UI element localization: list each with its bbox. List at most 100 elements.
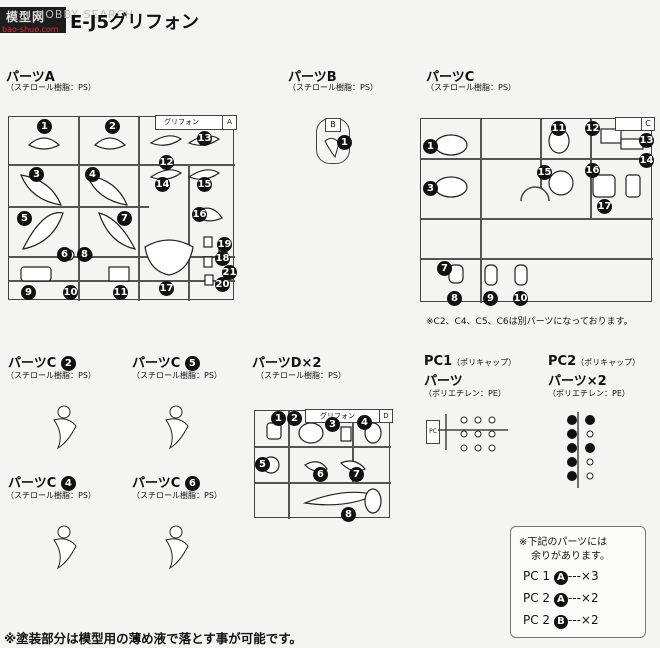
pc2-title: PC2（ポリキャップ） xyxy=(548,354,640,369)
sprue-letter: B xyxy=(325,118,341,132)
pc1-material: （ポリエチレン：PE） xyxy=(424,389,506,398)
watermark: 模型网 xyxy=(6,10,46,24)
parts-d-title: パーツD×2 xyxy=(252,356,322,371)
part-number: 4 xyxy=(357,415,372,430)
part-number: 14 xyxy=(639,153,654,168)
part-number: 12 xyxy=(585,121,600,136)
sprue-name: グリフォン xyxy=(320,412,355,420)
page-title: E-J5グリフォン xyxy=(70,12,199,33)
pc2-title2: パーツ×2 xyxy=(548,374,607,389)
pc2-material: （ポリエチレン：PE） xyxy=(548,389,630,398)
parts-d-sprue: グリフォン D 1 2 3 4 5 6 7 8 xyxy=(254,409,393,522)
part-number: 2 xyxy=(105,119,120,134)
parts-c4-material: （スチロール樹脂：PS） xyxy=(6,491,96,500)
spare-qty: ---×3 xyxy=(567,569,599,583)
part-number: 5 xyxy=(184,356,200,371)
parts-c5-material: （スチロール樹脂：PS） xyxy=(132,371,222,380)
part-number: 13 xyxy=(639,133,654,148)
parts-c-title: パーツC xyxy=(426,70,475,85)
parts-c4-title: パーツC 4 xyxy=(8,472,76,491)
parts-c2-material: （スチロール樹脂：PS） xyxy=(6,371,96,380)
part-number: 2 xyxy=(287,411,302,426)
parts-b-material: （スチロール樹脂：PS） xyxy=(288,83,378,92)
sprue-name: グリフォン xyxy=(164,118,199,126)
part-number: 9 xyxy=(21,285,36,300)
title-text: パーツC xyxy=(8,476,57,491)
parts-a-sprue-label: グリフォン A xyxy=(155,115,237,130)
part-number: 10 xyxy=(63,285,78,300)
parts-a-title: パーツA xyxy=(6,70,55,85)
part-number: 17 xyxy=(159,281,174,296)
parts-b-title: パーツB xyxy=(288,70,337,85)
parts-c-sprue-label: C xyxy=(615,117,655,131)
pc1-parts xyxy=(438,414,508,452)
pc1-sprue: PC xyxy=(426,410,508,456)
part-number: 6 xyxy=(313,467,328,482)
part-number: 1 xyxy=(37,119,52,134)
footer-note: ※塗装部分は模型用の薄め液で落とす事が可能です。 xyxy=(4,631,303,646)
part-number: 3 xyxy=(325,417,340,432)
parts-c-sprue: C 1 3 7 8 9 10 11 12 13 14 15 16 17 xyxy=(420,117,655,306)
pc2-sprue xyxy=(567,412,595,488)
part-number: 12 xyxy=(159,155,174,170)
pc1-title: PC1（ポリキャップ） xyxy=(424,354,516,369)
part-number: 16 xyxy=(585,163,600,178)
parts-d-sprue-label: グリフォン D xyxy=(305,409,393,423)
part-number: 15 xyxy=(197,177,212,192)
page-header: 模型网 bao-shuo.com HOBBY SEARCH E-J5グリフォン xyxy=(0,4,260,36)
parts-d-runners xyxy=(255,411,391,519)
spare-qty: ---×2 xyxy=(567,591,599,605)
spare-parts-box: ※下記のパーツには 余りがあります。 PC 1 A---×3 PC 2 A---… xyxy=(510,526,646,638)
part-number: 7 xyxy=(349,467,364,482)
spare-pc: PC 2 xyxy=(523,613,551,627)
part-number: 6 xyxy=(184,476,200,491)
parts-c-material: （スチロール樹脂：PS） xyxy=(426,83,516,92)
spare-pc: PC 1 xyxy=(523,569,551,583)
title-text: PC1 xyxy=(424,354,453,369)
part-number: 1 xyxy=(423,139,438,154)
parts-c-runners xyxy=(421,119,653,303)
part-number: 7 xyxy=(437,261,452,276)
part-number: 9 xyxy=(483,291,498,306)
spare-part-letter: A xyxy=(553,593,568,607)
part-number: 5 xyxy=(17,211,32,226)
part-number: 21 xyxy=(222,265,237,280)
parts-b-part xyxy=(324,137,340,159)
part-number: 15 xyxy=(537,165,552,180)
part-number: 3 xyxy=(29,167,44,182)
title-text: パーツC xyxy=(132,356,181,371)
title-text: PC2 xyxy=(548,354,577,369)
parts-d-material: （スチロール樹脂：PS） xyxy=(256,371,346,380)
header-bar xyxy=(0,7,66,33)
parts-c6-material: （スチロール樹脂：PS） xyxy=(132,491,222,500)
part-number: 16 xyxy=(192,207,207,222)
spare-row: PC 2 A---×2 xyxy=(523,591,599,607)
pc1-title2: パーツ xyxy=(424,374,463,389)
parts-c6-part xyxy=(165,525,189,570)
part-number: 14 xyxy=(155,177,170,192)
part-number: 5 xyxy=(255,457,270,472)
part-number: 4 xyxy=(85,167,100,182)
title-text: パーツC xyxy=(132,476,181,491)
part-number: 13 xyxy=(197,131,212,146)
parts-c6-title: パーツC 6 xyxy=(132,472,200,491)
part-number: 1 xyxy=(337,135,352,150)
part-number: 8 xyxy=(341,507,356,522)
part-number: 20 xyxy=(215,277,230,292)
part-number: 10 xyxy=(513,291,528,306)
sprue-letter: A xyxy=(222,116,236,129)
parts-c2-title: パーツC 2 xyxy=(8,352,76,371)
part-number: 8 xyxy=(447,291,462,306)
sprue-letter: C xyxy=(641,118,654,130)
spare-part-letter: A xyxy=(553,571,568,585)
title-sub: （ポリキャップ） xyxy=(452,358,517,367)
parts-a-sprue: グリフォン A 1 2 3 4 5 6 7 8 9 10 11 12 13 14… xyxy=(8,115,237,301)
pc-tag: PC xyxy=(426,420,440,444)
parts-c2-part xyxy=(53,405,77,450)
title-text: パーツC xyxy=(8,356,57,371)
parts-c4-part xyxy=(53,525,77,570)
part-number: 11 xyxy=(113,285,128,300)
sprue-letter: D xyxy=(379,410,392,422)
part-number: 6 xyxy=(57,247,72,262)
part-number: 17 xyxy=(597,199,612,214)
